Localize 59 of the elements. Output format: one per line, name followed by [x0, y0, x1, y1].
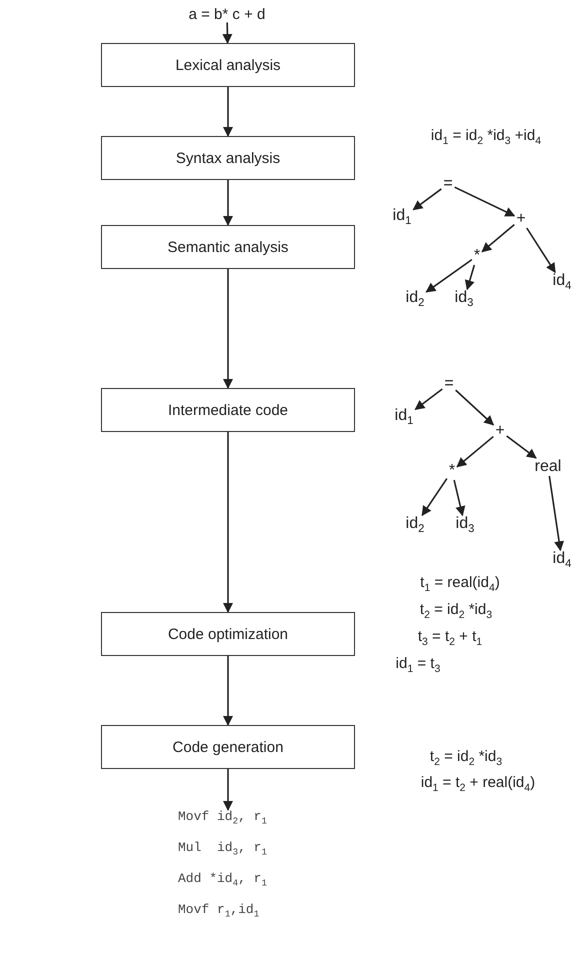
expression: t$_{2}$ = id$_{2}$ *id$_{3}$ [420, 601, 492, 621]
tree-node-label: id$_{2}$ [406, 516, 424, 536]
expression: t$_{3}$ = t$_{2}$ + t$_{1}$ [418, 628, 482, 648]
arrow [414, 388, 443, 410]
arrow [223, 656, 233, 726]
process-box [101, 725, 355, 769]
process-box [101, 136, 355, 180]
box-label: Code generation [172, 738, 284, 756]
source-statement: a = b* c + d [188, 6, 266, 22]
arrow [426, 258, 472, 293]
arrow [464, 264, 476, 290]
arrow [548, 476, 564, 552]
tree-node-label: id$_{4}$ [552, 551, 572, 571]
arrow [223, 87, 233, 137]
arrow [453, 480, 466, 516]
code-line: Movf id$_{2}$, r$_{1}$ [178, 808, 267, 828]
arrow [506, 435, 537, 459]
arrow [455, 390, 494, 426]
expression: id$_{1}$ = id$_{2}$ *id$_{3}$ +id$_{4}$ [430, 127, 542, 147]
arrow [481, 224, 515, 252]
tree-node-label: real [534, 459, 562, 475]
tree-node-label: = [444, 376, 454, 392]
tree-node-label: + [516, 211, 526, 227]
process-box [101, 612, 355, 656]
arrow [412, 188, 442, 210]
box-label: Code optimization [168, 626, 288, 642]
tree-node-label: id$_{3}$ [456, 516, 474, 536]
tree-node-label: id$_{4}$ [552, 273, 572, 293]
box-label: Lexical analysis [175, 56, 281, 74]
process-box [101, 225, 355, 269]
expression: id$_{1}$ = t$_{2}$ + real(id$_{4}$) [420, 774, 536, 794]
arrow [222, 22, 232, 44]
arrow [456, 436, 494, 468]
expression: id$_{1}$ = t$_{3}$ [396, 655, 440, 675]
arrow [223, 432, 233, 613]
tree-node-label: = [443, 176, 453, 192]
process-box [101, 388, 355, 432]
tree-node-label: id$_{1}$ [394, 408, 414, 428]
arrow [526, 228, 556, 274]
arrow [454, 186, 516, 217]
tree-node-label: * [474, 248, 480, 264]
tree-node-label: id$_{2}$ [406, 290, 424, 310]
box-label: Semantic analysis [168, 238, 288, 256]
box-label: Intermediate code [168, 402, 288, 418]
code-line: Add *id$_{4}$, r$_{1}$ [178, 870, 267, 891]
expression: t$_{2}$ = id$_{2}$ *id$_{3}$ [430, 748, 502, 768]
process-box [101, 43, 355, 87]
tree-node-label: + [495, 423, 505, 439]
code-line: Movf r$_{1}$,id$_{1}$ [178, 901, 260, 922]
box-label: Syntax analysis [176, 150, 280, 166]
arrow [223, 269, 233, 389]
tree-node-label: id$_{3}$ [454, 290, 474, 310]
tree-node-label: id$_{1}$ [392, 208, 412, 228]
code-line: Mul id$_{3}$, r$_{1}$ [178, 838, 267, 860]
arrow [223, 180, 233, 226]
expression: t$_{1}$ = real(id$_{4}$) [420, 574, 500, 594]
arrow [223, 769, 233, 811]
tree-node-label: * [448, 463, 456, 479]
arrow [422, 478, 448, 516]
